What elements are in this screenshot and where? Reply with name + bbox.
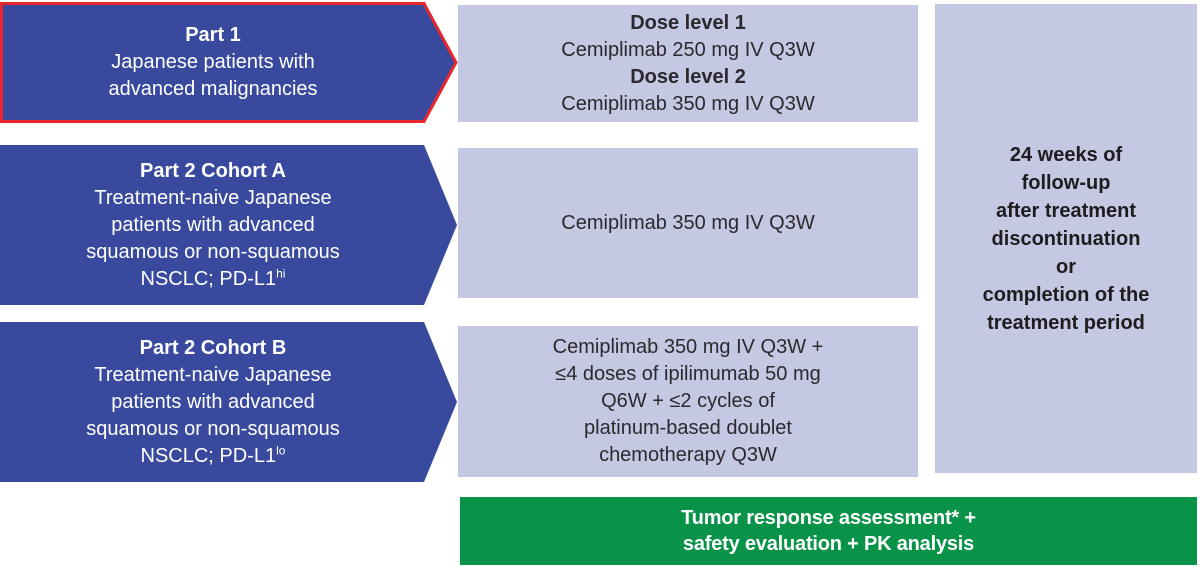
cohort-a-pdl1-sup: hi [276,266,286,281]
dose-levels-box: Dose level 1 Cemiplimab 250 mg IV Q3W Do… [458,5,918,122]
cohort-a-line: squamous or non-squamous [86,241,340,263]
cohort-a-arrow-content: Part 2 Cohort A Treatment-naive Japanese… [12,145,414,306]
cohort-a-regimen-box: Cemiplimab 350 mg IV Q3W [458,148,918,298]
followup-box: 24 weeks of follow-up after treatment di… [935,4,1197,473]
cohort-a-arrow-shape [0,145,457,305]
cohort-b-pdl1-sup: lo [276,443,286,458]
cohort-b-arrow: Part 2 Cohort B Treatment-naive Japanese… [0,322,458,483]
part1-line: Japanese patients with [111,51,315,73]
followup-line: follow-up [1021,171,1111,194]
cohort-a-pdl1-text: NSCLC; PD-L1 [140,268,277,290]
dose-level-1-regimen: Cemiplimab 250 mg IV Q3W [561,38,815,61]
part1-line: advanced malignancies [108,78,318,100]
followup-line: or [1056,255,1076,278]
cohort-b-regimen-line: platinum-based doublet [584,417,792,439]
dose-level-1-heading: Dose level 1 [630,11,746,34]
cohort-a-line: Treatment-naive Japanese [94,187,332,209]
assessment-box: Tumor response assessment* + safety eval… [460,497,1197,565]
part1-arrow-shape [0,2,458,123]
cohort-b-arrow-shape [0,322,457,482]
cohort-b-pdl1-text: NSCLC; PD-L1 [140,445,277,467]
part1-arrow-content: Part 1 Japanese patients with advanced m… [12,2,414,123]
cohort-b-regimen-box: Cemiplimab 350 mg IV Q3W + ≤4 doses of i… [458,326,918,477]
cohort-b-pdl1-line: NSCLC; PD-L1lo [141,443,286,470]
cohort-b-regimen-line: ≤4 doses of ipilimumab 50 mg [555,363,821,385]
cohort-a-line: patients with advanced [111,214,315,236]
cohort-b-line: squamous or non-squamous [86,418,340,440]
followup-line: discontinuation [991,227,1141,250]
cohort-a-title: Part 2 Cohort A [140,160,286,182]
cohort-b-title: Part 2 Cohort B [139,337,287,359]
dose-level-2-regimen: Cemiplimab 350 mg IV Q3W [561,92,815,115]
followup-line: 24 weeks of [1009,143,1123,166]
dose-level-2-heading: Dose level 2 [630,65,746,88]
part1-arrow: Part 1 Japanese patients with advanced m… [0,2,458,123]
cohort-b-regimen-line: Q6W + ≤2 cycles of [601,390,775,412]
followup-line: after treatment [995,199,1137,222]
cohort-b-line: Treatment-naive Japanese [94,364,332,386]
cohort-a-pdl1-line: NSCLC; PD-L1hi [141,266,286,293]
cohort-a-regimen: Cemiplimab 350 mg IV Q3W [561,211,815,234]
cohort-b-line: patients with advanced [111,391,315,413]
followup-line: treatment period [987,311,1145,334]
assessment-line: Tumor response assessment* + [681,507,976,529]
assessment-line: safety evaluation + PK analysis [682,533,975,555]
part1-title: Part 1 [185,24,241,46]
followup-line: completion of the [982,283,1150,306]
cohort-a-arrow: Part 2 Cohort A Treatment-naive Japanese… [0,145,458,306]
cohort-b-arrow-content: Part 2 Cohort B Treatment-naive Japanese… [12,322,414,483]
cohort-b-regimen-line: Cemiplimab 350 mg IV Q3W + [552,336,824,358]
cohort-b-regimen-line: chemotherapy Q3W [599,444,777,466]
